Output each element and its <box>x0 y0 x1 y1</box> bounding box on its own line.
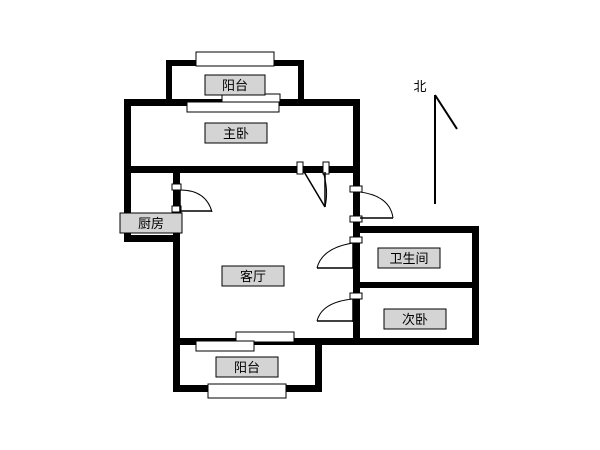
label-living-room: 客厅 <box>221 265 285 287</box>
door-master-bedroom <box>296 161 330 208</box>
label-kitchen: 厨房 <box>119 212 183 234</box>
window-south-balcony <box>207 383 287 399</box>
label-balcony-south: 阳台 <box>215 356 279 378</box>
living-room-walls <box>173 166 360 352</box>
door-master-to-balcony <box>186 101 280 113</box>
master-bedroom-walls <box>124 93 360 173</box>
label-bathroom: 卫生间 <box>377 247 441 269</box>
door-kitchen <box>171 183 213 213</box>
label-master-bedroom: 主卧 <box>204 122 268 144</box>
door-living-balcony-frame <box>195 340 255 352</box>
north-arrow-icon: 北 <box>413 80 458 204</box>
kitchen-walls <box>124 166 180 242</box>
label-kitchen-text: 厨房 <box>138 216 164 232</box>
balcony-south <box>173 338 322 399</box>
label-second-bedroom: 次卧 <box>383 308 447 330</box>
compass-label: 北 <box>413 80 426 95</box>
label-second-bedroom-text: 次卧 <box>402 312 428 328</box>
east-rooms-walls <box>353 226 479 345</box>
label-bathroom-text: 卫生间 <box>389 252 428 267</box>
window-north-balcony <box>195 51 275 67</box>
door-second-bedroom <box>316 292 363 322</box>
label-balcony-north-text: 阳台 <box>222 79 248 94</box>
door-bathroom <box>316 236 363 269</box>
door-living-to-balcony <box>235 331 295 343</box>
balcony-north <box>166 51 304 100</box>
label-balcony-north: 阳台 <box>204 74 266 96</box>
label-living-room-text: 客厅 <box>240 269 266 285</box>
label-balcony-south-text: 阳台 <box>234 361 260 376</box>
label-master-bedroom-text: 主卧 <box>223 127 249 142</box>
door-corridor <box>349 185 394 223</box>
